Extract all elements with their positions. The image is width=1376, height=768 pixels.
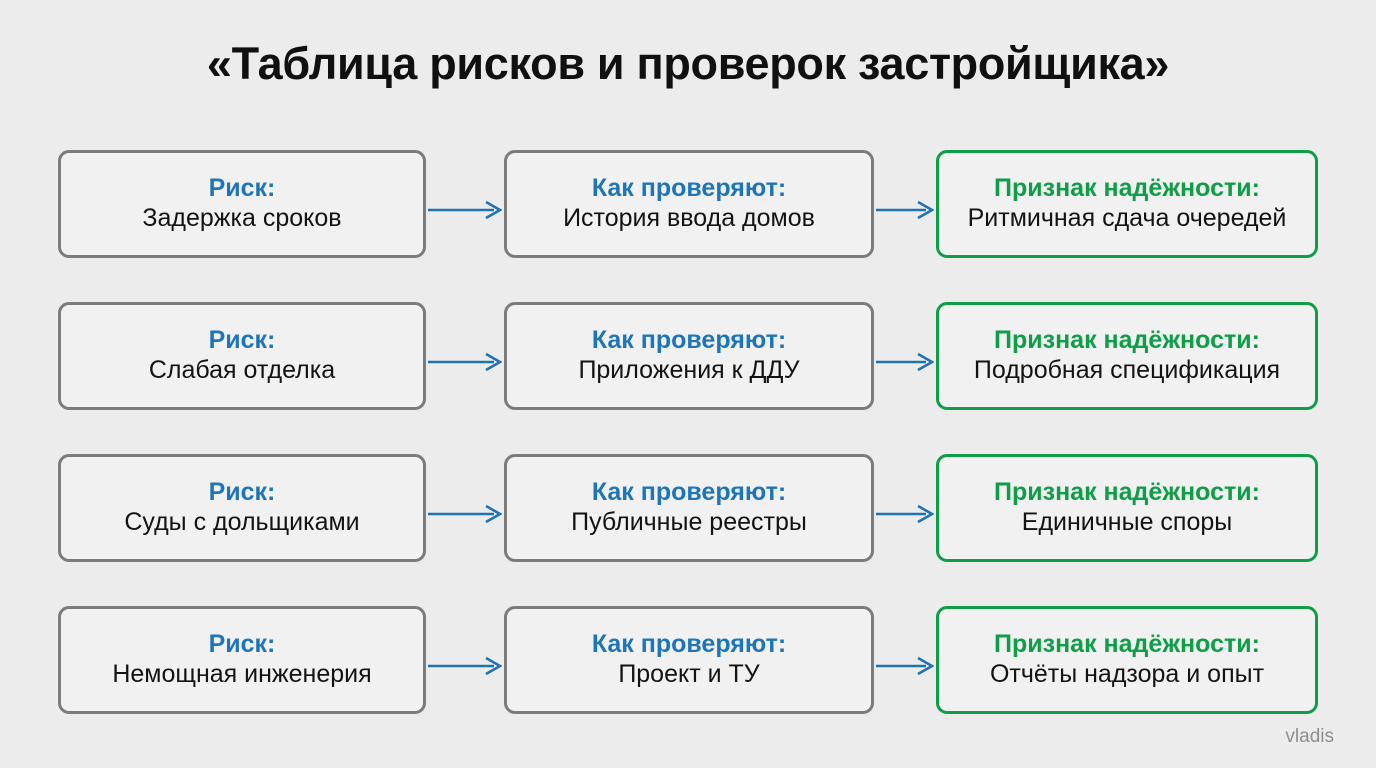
check-node-text: Проект и ТУ xyxy=(618,660,760,689)
page-title: «Таблица рисков и проверок застройщика» xyxy=(206,38,1170,89)
risk-node-text: Слабая отделка xyxy=(148,356,336,385)
sign-node-text: Единичные споры xyxy=(1021,508,1233,537)
risk-node-text: Задержка сроков xyxy=(142,204,342,233)
risk-node-heading: Риск: xyxy=(208,174,276,203)
flow-row: Риск: Суды с дольщиками Как проверяют: П… xyxy=(0,454,1376,562)
sign-node-text: Подробная спецификация xyxy=(973,356,1281,385)
reliability-sign-node[interactable]: Признак надёжности: Отчёты надзора и опы… xyxy=(936,606,1318,714)
check-node-heading: Как проверяют: xyxy=(591,174,787,203)
watermark: vladis xyxy=(1285,726,1334,747)
check-node[interactable]: Как проверяют: Проект и ТУ xyxy=(504,606,874,714)
flow-row: Риск: Немощная инженерия Как проверяют: … xyxy=(0,606,1376,714)
reliability-sign-node[interactable]: Признак надёжности: Подробная спецификац… xyxy=(936,302,1318,410)
sign-node-text: Ритмичная сдача очередей xyxy=(967,204,1287,233)
check-node-text: Публичные реестры xyxy=(571,508,807,537)
arrow-check-to-sign-icon xyxy=(876,656,934,676)
risk-node-heading: Риск: xyxy=(208,478,276,507)
sign-node-heading: Признак надёжности: xyxy=(994,478,1260,507)
arrow-risk-to-check-icon xyxy=(428,656,502,676)
arrow-risk-to-check-icon xyxy=(428,352,502,372)
risk-node-heading: Риск: xyxy=(208,630,276,659)
risk-node-heading: Риск: xyxy=(208,326,276,355)
flow-rows: Риск: Задержка сроков Как проверяют: Ист… xyxy=(0,150,1376,758)
risk-node[interactable]: Риск: Слабая отделка xyxy=(58,302,426,410)
risk-node[interactable]: Риск: Задержка сроков xyxy=(58,150,426,258)
arrow-risk-to-check-icon xyxy=(428,200,502,220)
check-node[interactable]: Как проверяют: История ввода домов xyxy=(504,150,874,258)
flow-row: Риск: Задержка сроков Как проверяют: Ист… xyxy=(0,150,1376,258)
check-node-heading: Как проверяют: xyxy=(591,326,787,355)
arrow-check-to-sign-icon xyxy=(876,504,934,524)
reliability-sign-node[interactable]: Признак надёжности: Единичные споры xyxy=(936,454,1318,562)
reliability-sign-node[interactable]: Признак надёжности: Ритмичная сдача очер… xyxy=(936,150,1318,258)
risk-node-text: Суды с дольщиками xyxy=(124,508,360,537)
check-node-heading: Как проверяют: xyxy=(591,478,787,507)
sign-node-text: Отчёты надзора и опыт xyxy=(989,660,1265,689)
check-node-text: Приложения к ДДУ xyxy=(578,356,800,385)
flow-row: Риск: Слабая отделка Как проверяют: Прил… xyxy=(0,302,1376,410)
check-node-text: История ввода домов xyxy=(563,204,815,233)
check-node[interactable]: Как проверяют: Публичные реестры xyxy=(504,454,874,562)
check-node-heading: Как проверяют: xyxy=(591,630,787,659)
check-node[interactable]: Как проверяют: Приложения к ДДУ xyxy=(504,302,874,410)
sign-node-heading: Признак надёжности: xyxy=(994,630,1260,659)
arrow-check-to-sign-icon xyxy=(876,200,934,220)
arrow-check-to-sign-icon xyxy=(876,352,934,372)
arrow-risk-to-check-icon xyxy=(428,504,502,524)
risk-node[interactable]: Риск: Немощная инженерия xyxy=(58,606,426,714)
sign-node-heading: Признак надёжности: xyxy=(994,326,1260,355)
risk-node[interactable]: Риск: Суды с дольщиками xyxy=(58,454,426,562)
sign-node-heading: Признак надёжности: xyxy=(994,174,1260,203)
risk-node-text: Немощная инженерия xyxy=(112,660,372,689)
